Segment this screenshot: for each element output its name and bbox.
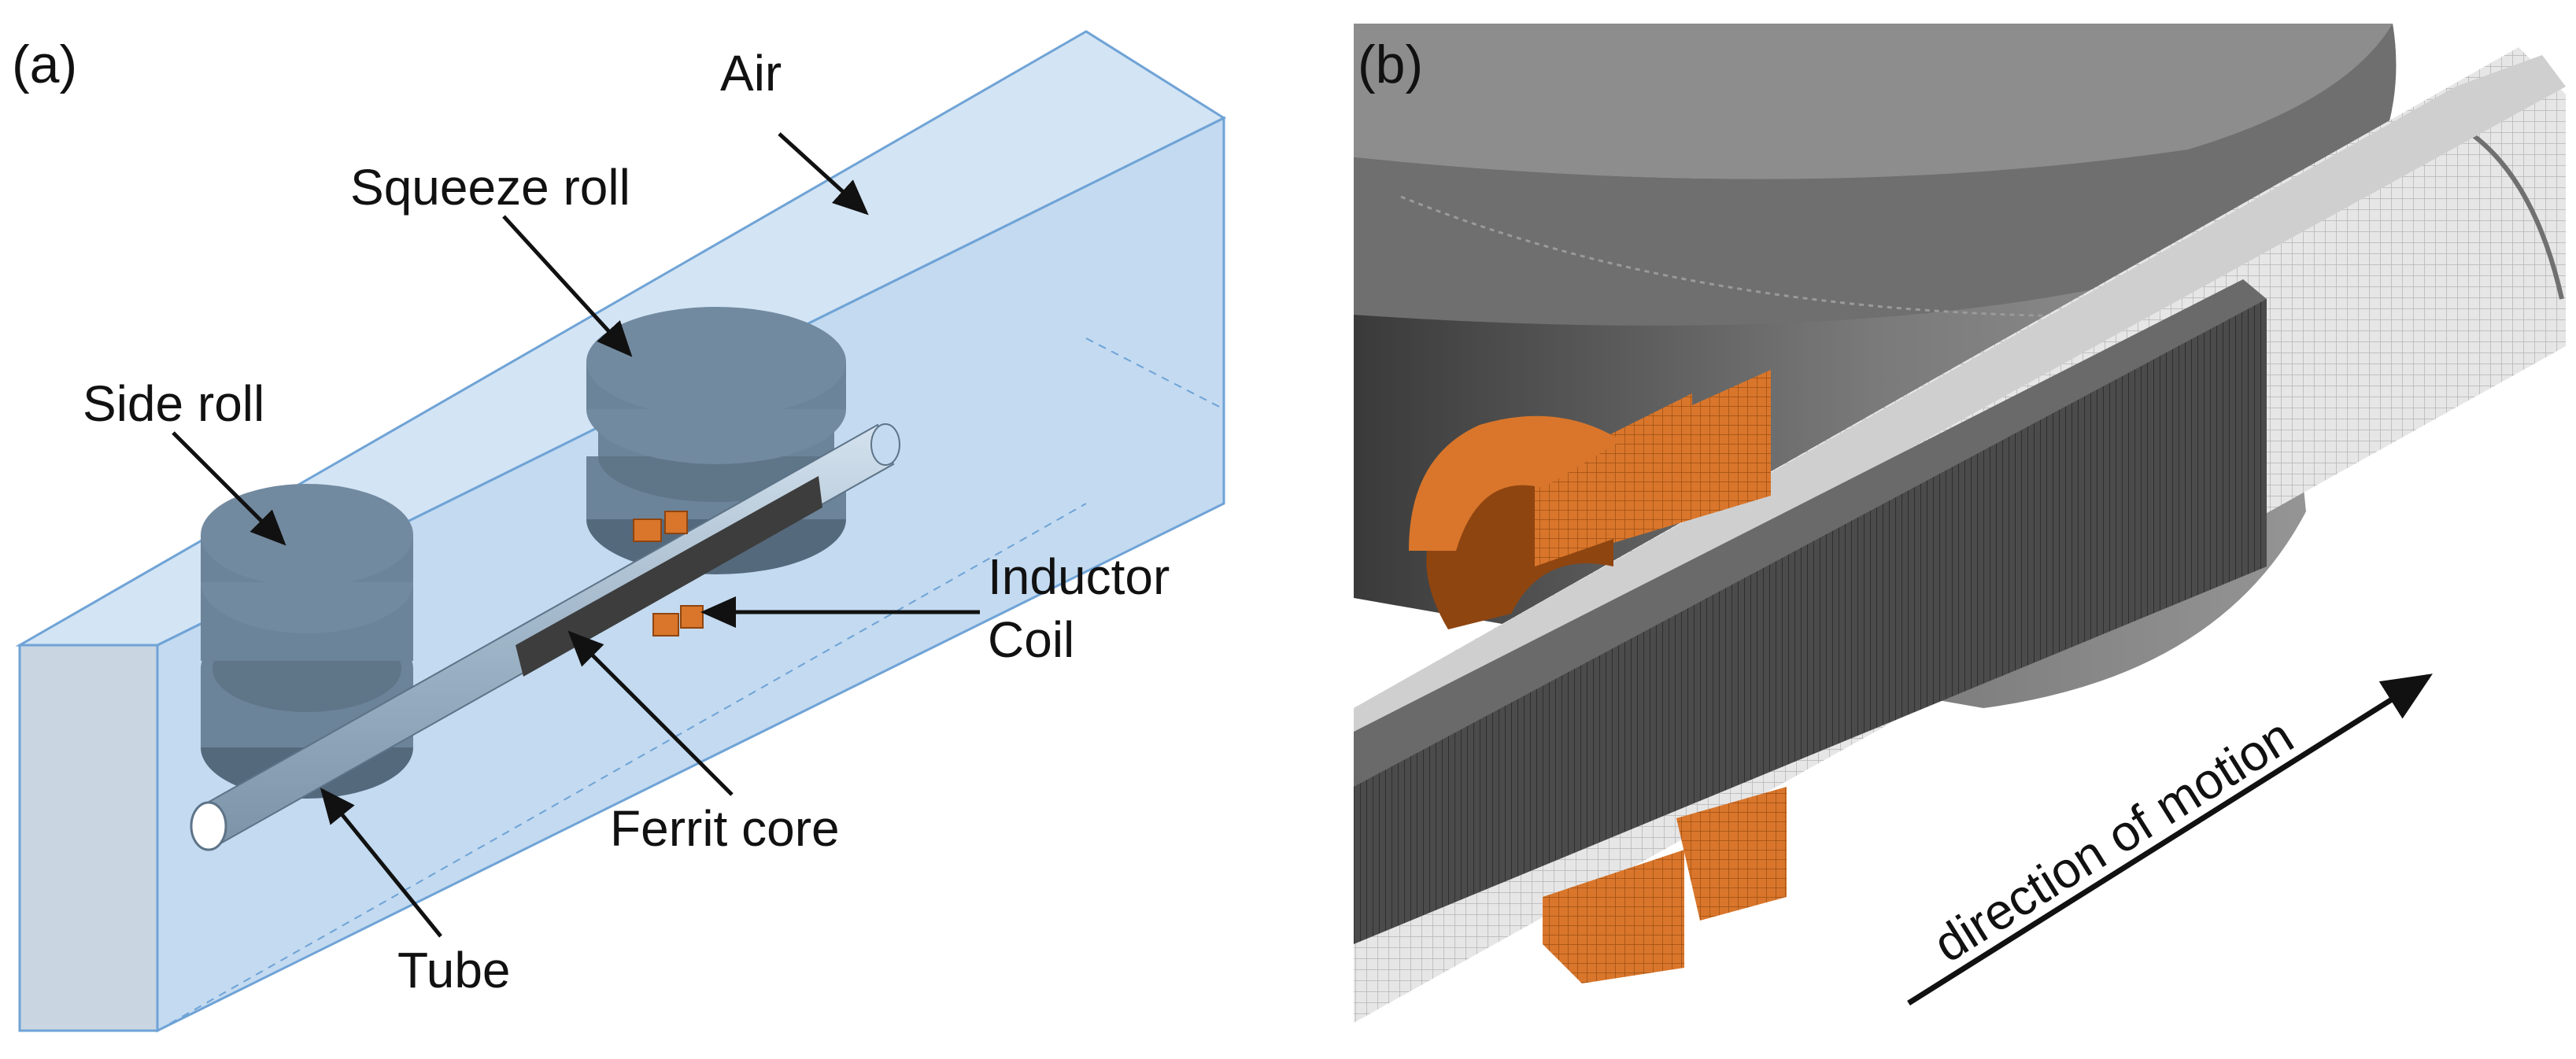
direction-of-motion-label: direction of motion [1924,707,2303,973]
upper-coil [1409,370,1771,629]
side-roll [201,484,413,799]
label-inductor: Inductor [988,548,1170,605]
arrow-ferrit-core [567,630,734,796]
label-side-roll: Side roll [83,375,264,432]
label-squeeze-roll: Squeeze roll [350,159,630,216]
label-coil: Coil [988,611,1074,668]
lower-coil [1543,787,1787,983]
ferrite-core-mesh [1354,283,2267,944]
arrow-air [778,132,869,216]
direction-arrow [1907,673,2433,1005]
label-air: Air [720,45,782,101]
arrow-side-roll [172,431,286,546]
inductor-coil [633,511,704,637]
panel-b: direction of motion (b) [1354,24,2566,1023]
arrow-tube [320,788,442,938]
ferrite-core [516,476,822,677]
label-tube: Tube [397,942,511,998]
panel-b-tag: (b) [1358,35,1423,94]
panel-a-tag: (a) [12,35,77,94]
arrow-squeeze-roll [502,215,633,357]
ferrite-core-top [1354,279,2267,787]
label-ferrit-core: Ferrit core [610,800,840,857]
leader-arrows [172,132,980,938]
panel-a: (a) Air Squeeze roll Side roll Inductor … [12,30,1227,1033]
